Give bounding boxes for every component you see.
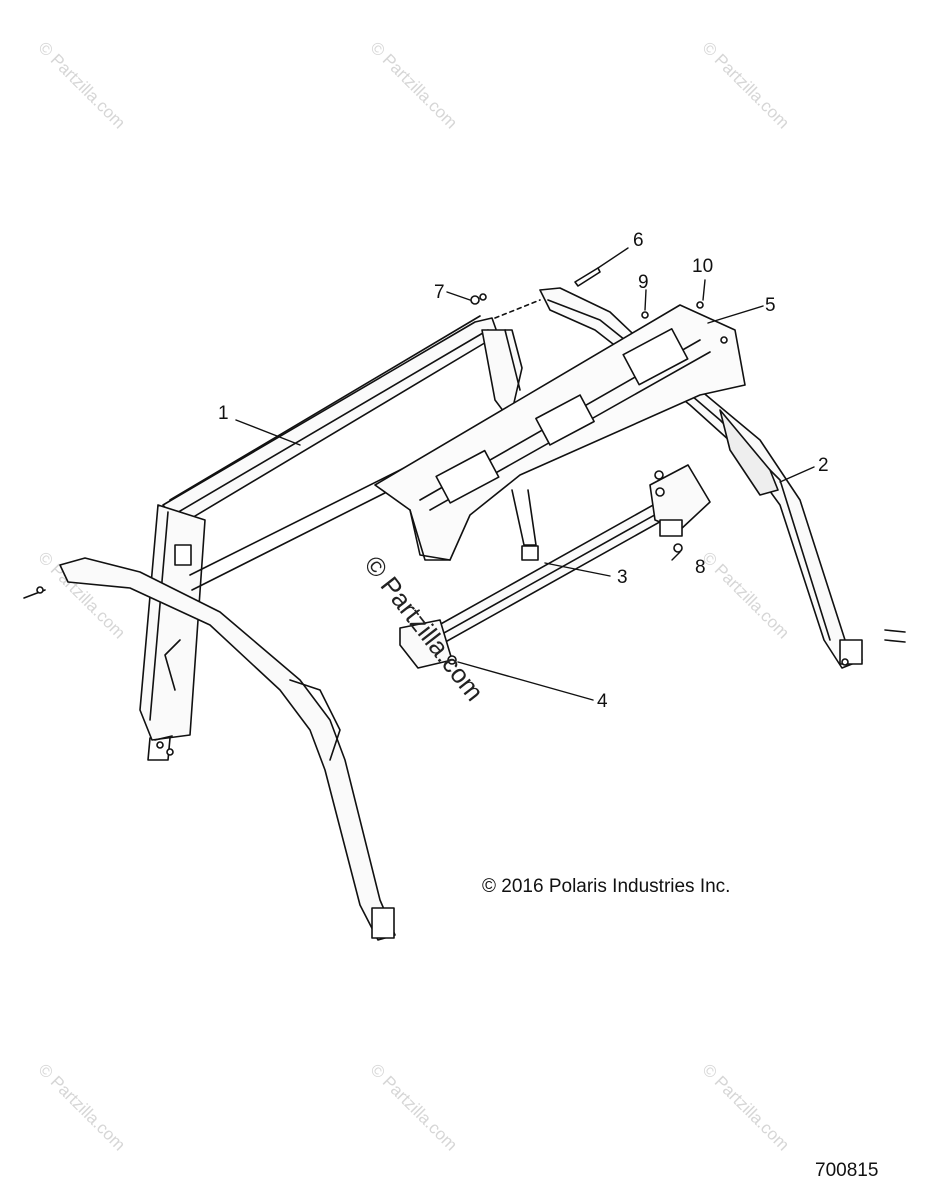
callout-3: 3 xyxy=(617,567,628,588)
callout-9: 9 xyxy=(638,272,649,293)
cross-brace-part-3 xyxy=(399,464,711,669)
callout-7: 7 xyxy=(434,282,445,303)
callout-10: 10 xyxy=(692,256,714,277)
copyright-notice: © 2016 Polaris Industries Inc. xyxy=(482,876,731,897)
callout-5: 5 xyxy=(765,295,776,316)
fasteners xyxy=(23,267,906,756)
callout-6: 6 xyxy=(633,230,644,251)
rear-frame-part-1 xyxy=(139,315,539,761)
callout-4: 4 xyxy=(597,691,608,712)
leader-lines xyxy=(235,247,815,701)
hidden-line xyxy=(494,299,541,319)
callout-2: 2 xyxy=(818,455,829,476)
figure-number: 700815 xyxy=(815,1160,879,1181)
callout-1: 1 xyxy=(218,403,229,424)
roll-bar-front-left xyxy=(59,557,396,941)
callout-8: 8 xyxy=(695,557,706,578)
trim-panel-part-5 xyxy=(374,304,746,561)
